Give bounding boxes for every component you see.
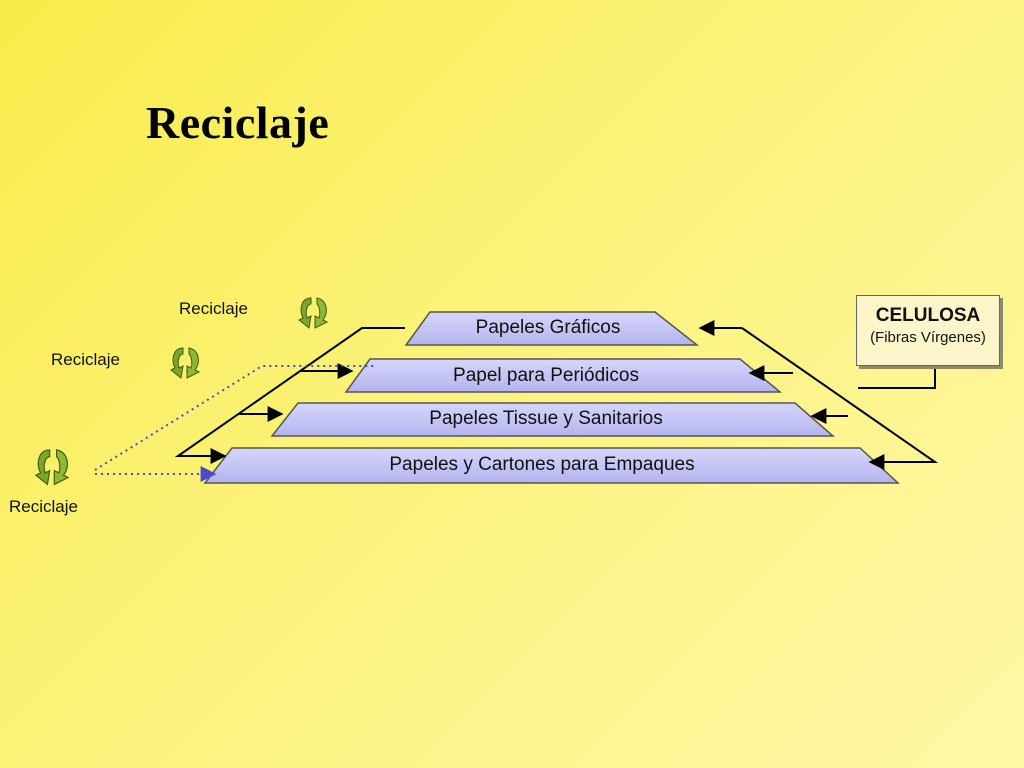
- recycle-label-top: Reciclaje: [179, 299, 248, 318]
- slide-title: Reciclaje: [146, 97, 330, 148]
- recycle-flow-arrows: [174, 327, 405, 464]
- tier-label-graficos: Papeles Gráficos: [475, 317, 621, 338]
- dotted-recycle-arrows: [94, 365, 375, 482]
- virgin-fiber-arrows: [698, 320, 939, 470]
- recycle-icon-middle: [170, 347, 200, 379]
- recycle-label-bottom: Reciclaje: [9, 497, 78, 516]
- recycle-icon-bottom: [35, 449, 69, 485]
- celulosa-title: CELULOSA: [875, 305, 981, 326]
- tier-label-periodicos: Papel para Periódicos: [453, 365, 639, 386]
- recycle-icon-top: [298, 297, 328, 329]
- recycle-label-middle: Reciclaje: [51, 350, 120, 369]
- tier-shape-tissue: [270, 402, 836, 437]
- tier-label-empaques: Papeles y Cartones para Empaques: [389, 454, 695, 475]
- celulosa-source-box: CELULOSA (Fibras Vírgenes): [856, 295, 1000, 366]
- tier-label-tissue: Papeles Tissue y Sanitarios: [429, 408, 663, 429]
- tier-shape-graficos: [404, 311, 700, 346]
- tier-shape-periodicos: [344, 358, 783, 393]
- celulosa-subtitle: (Fibras Vírgenes): [870, 329, 986, 346]
